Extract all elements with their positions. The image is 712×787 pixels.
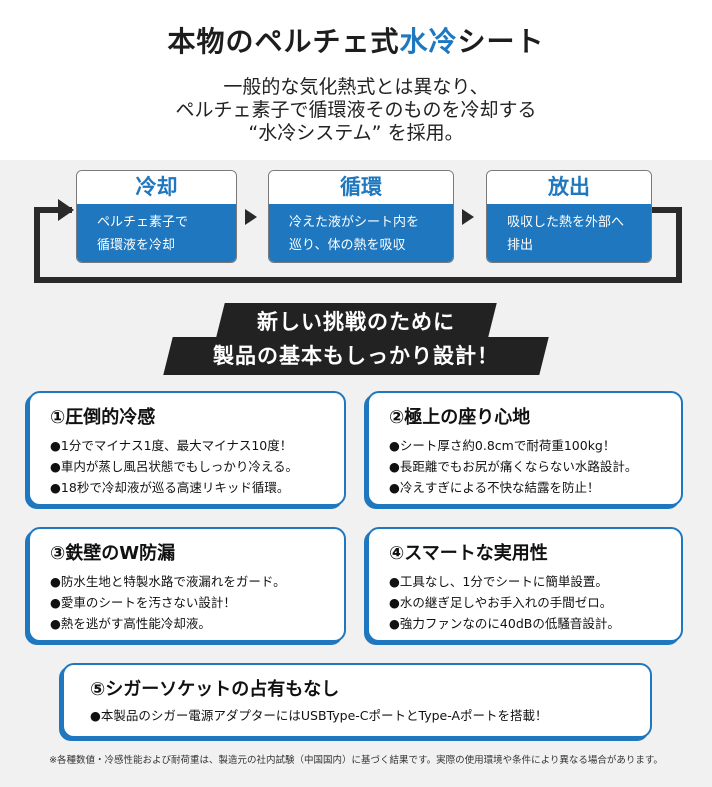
step-line: 排出 [507, 238, 534, 253]
step-body: 吸収した熱を外部へ 排出 [487, 204, 651, 262]
headline-text-end: シート [457, 25, 545, 58]
feature-card-cooling: ①圧倒的冷感 ●1分でマイナス1度、最大マイナス10度！ ●車内が蒸し風呂状態で… [28, 391, 346, 506]
cycle-step-circulation: 循環 冷えた液がシート内を 巡り、体の熱を吸収 [268, 170, 454, 263]
feature-title: ②極上の座り心地 [389, 407, 531, 428]
feature-list: ●本製品のシガー電源アダプターにはUSBType-CポートとType-Aポートを… [90, 705, 548, 726]
arrow-right-icon [462, 209, 474, 225]
step-title: 放出 [487, 171, 651, 204]
banner-line-2: 製品の基本もしっかり設計！ [163, 337, 549, 375]
step-line: 巡り、体の熱を吸収 [289, 238, 406, 253]
feature-list: ●工具なし、1分でシートに簡単設置。 ●水の継ぎ足しやお手入れの手間ゼロ。 ●強… [389, 571, 620, 634]
feature-item: ●シート厚さ約0.8cmで耐荷重100kg！ [389, 438, 616, 453]
banner-text: 新しい挑戦のために [257, 310, 455, 334]
feature-item: ●防水生地と特製水路で液漏れをガード。 [50, 574, 286, 589]
feature-item: ●愛車のシートを汚さない設計！ [50, 595, 236, 610]
feature-item: ●水の継ぎ足しやお手入れの手間ゼロ。 [389, 595, 613, 610]
step-body: ペルチェ素子で 循環液を冷却 [77, 204, 236, 262]
feature-item: ●長距離でもお尻が痛くならない水路設計。 [389, 459, 638, 474]
feature-item: ●18秒で冷却液が巡る高速リキッド循環。 [50, 480, 290, 495]
feature-card-socket: ⑤シガーソケットの占有もなし ●本製品のシガー電源アダプターにはUSBType-… [62, 663, 652, 738]
feature-title: ⑤シガーソケットの占有もなし [90, 679, 340, 700]
feature-card-leakproof: ③鉄壁のW防漏 ●防水生地と特製水路で液漏れをガード。 ●愛車のシートを汚さない… [28, 527, 346, 642]
banner-text: 製品の基本もしっかり設計！ [213, 344, 499, 368]
headline: 本物のペルチェ式水冷シート [0, 20, 712, 60]
intro-line: ペルチェ素子で循環液そのものを冷却する [175, 99, 537, 121]
feature-item: ●強力ファンなのに40dBの低騒音設計。 [389, 616, 620, 631]
feature-item: ●熱を逃がす高性能冷却液。 [50, 616, 211, 631]
cycle-step-cooling: 冷却 ペルチェ素子で 循環液を冷却 [76, 170, 237, 263]
feature-list: ●1分でマイナス1度、最大マイナス10度！ ●車内が蒸し風呂状態でもしっかり冷え… [50, 435, 298, 498]
feature-item: ●工具なし、1分でシートに簡単設置。 [389, 574, 608, 589]
feature-title: ①圧倒的冷感 [50, 407, 156, 428]
feature-item: ●車内が蒸し風呂状態でもしっかり冷える。 [50, 459, 299, 474]
intro-line: “水冷システム” を採用。 [248, 122, 464, 144]
feature-item: ●本製品のシガー電源アダプターにはUSBType-CポートとType-Aポートを… [90, 708, 548, 723]
loop-arrow-icon [58, 199, 74, 221]
step-body: 冷えた液がシート内を 巡り、体の熱を吸収 [269, 204, 453, 262]
step-line: ペルチェ素子で [97, 215, 189, 230]
banner-line-1: 新しい挑戦のために [215, 303, 497, 341]
step-line: 冷えた液がシート内を [289, 215, 420, 230]
cycle-loop-cap-left [34, 207, 72, 213]
headline-text: 本物のペルチェ式 [167, 25, 400, 58]
feature-list: ●防水生地と特製水路で液漏れをガード。 ●愛車のシートを汚さない設計！ ●熱を逃… [50, 571, 286, 634]
step-line: 循環液を冷却 [97, 238, 176, 253]
intro-text: 一般的な気化熱式とは異なり、 ペルチェ素子で循環液そのものを冷却する “水冷シス… [0, 76, 712, 145]
feature-card-practical: ④スマートな実用性 ●工具なし、1分でシートに簡単設置。 ●水の継ぎ足しやお手入… [367, 527, 683, 642]
feature-card-comfort: ②極上の座り心地 ●シート厚さ約0.8cmで耐荷重100kg！ ●長距離でもお尻… [367, 391, 683, 506]
step-title: 循環 [269, 171, 453, 204]
step-title: 冷却 [77, 171, 236, 204]
arrow-right-icon [245, 209, 257, 225]
feature-list: ●シート厚さ約0.8cmで耐荷重100kg！ ●長距離でもお尻が痛くならない水路… [389, 435, 637, 498]
headline-accent: 水冷 [399, 25, 458, 58]
step-line: 吸収した熱を外部へ [507, 215, 625, 230]
feature-title: ③鉄壁のW防漏 [50, 543, 176, 564]
cycle-loop-line [34, 213, 682, 283]
feature-title: ④スマートな実用性 [389, 543, 548, 564]
cycle-loop-cap-right [644, 207, 682, 213]
footnote: ※各種数値・冷感性能および耐荷重は、製造元の社内試験（中国国内）に基づく結果です… [49, 755, 663, 766]
feature-item: ●冷えすぎによる不快な結露を防止！ [389, 480, 600, 495]
intro-line: 一般的な気化熱式とは異なり、 [223, 76, 489, 98]
cycle-step-release: 放出 吸収した熱を外部へ 排出 [486, 170, 652, 263]
header-section: 本物のペルチェ式水冷シート 一般的な気化熱式とは異なり、 ペルチェ素子で循環液そ… [0, 0, 712, 160]
feature-item: ●1分でマイナス1度、最大マイナス10度！ [50, 438, 293, 453]
